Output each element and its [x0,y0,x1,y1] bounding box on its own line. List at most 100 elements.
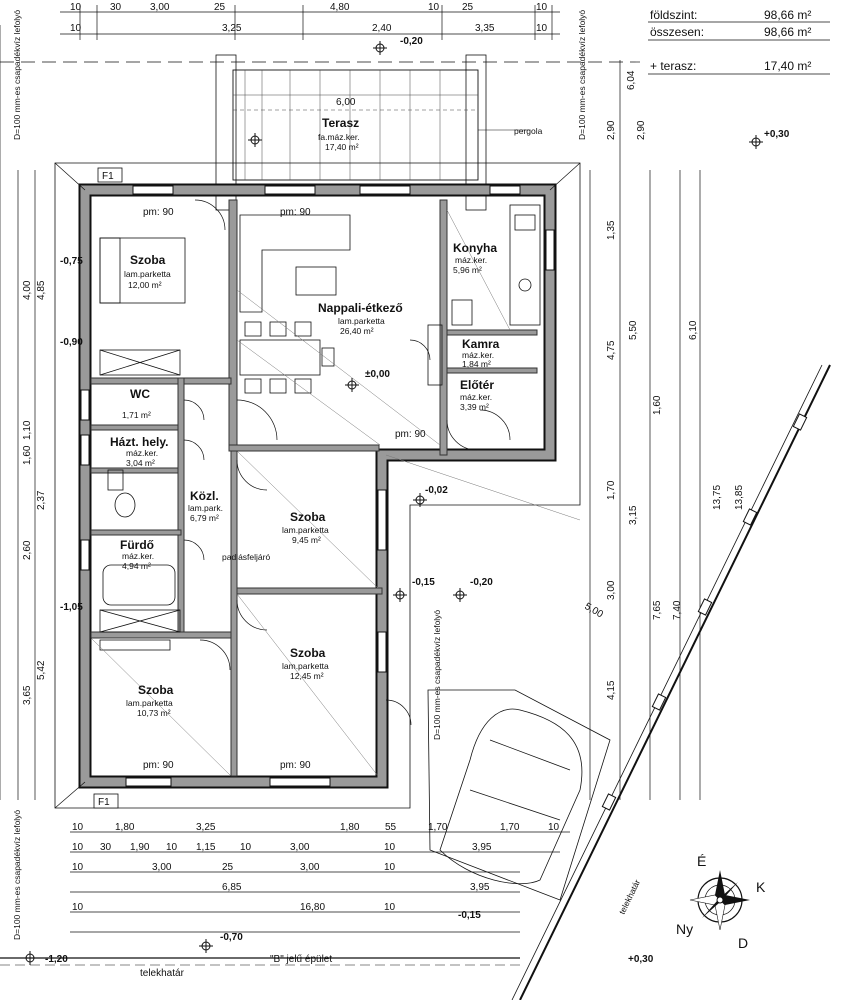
room-finish-terasz: fa.máz.ker. [318,132,360,142]
room-name-eloter: Előtér [460,378,494,392]
dim-right-4: 6,10 [688,320,699,340]
pm-label-1: pm: 90 [143,207,174,218]
level-bottom-2: -1,20 [45,954,68,965]
dim-top2-5: 10 [536,23,548,34]
dim-top-5: 4,80 [330,2,350,13]
room-area-furdo: 4,94 m² [122,561,151,571]
dim-right-2: 2,90 [636,120,647,140]
interior-walls [90,199,538,777]
dim-bottom-5-1: 10 [72,902,84,913]
dim-top2-4: 3,35 [475,23,495,34]
level-main: ±0,00 [365,369,390,380]
room-area-terasz: 17,40 m² [325,142,359,152]
area-table-value-3: 17,40 m² [764,59,811,73]
dim-bottom-2-1: 10 [72,842,84,853]
dim-bottom-5-3: 10 [384,902,396,913]
room-name-kamra: Kamra [462,337,500,351]
room-area-szoba4: 10,73 m² [137,708,171,718]
windows [80,185,555,787]
bottom-dimension-values: 10 1,80 3,25 1,80 55 1,70 1,70 10 10 30 … [72,822,560,913]
dim-bottom-2-3: 1,90 [130,842,150,853]
level-entry: -0,02 [425,485,448,496]
dim-bottom-1-5: 55 [385,822,397,833]
top-dimension-values: 10 30 3,00 25 4,80 10 25 10 10 3,25 2,40… [70,2,637,140]
boundary-label-right: telekhatár [617,878,642,916]
dim-right-top: 6,04 [626,70,637,90]
dim-left-5: 2,60 [22,540,33,560]
dim-top-6: 10 [428,2,440,13]
dim-bottom-2-5: 1,15 [196,842,216,853]
pm-label-4: pm: 90 [143,760,174,771]
level-marker-symbols [23,41,763,965]
dim-bottom-1-7: 1,70 [500,822,520,833]
gutter-note-left-top: D=100 mm-es csapadékvíz lefolyó [12,10,22,140]
dim-left-6: 3,65 [22,685,33,705]
dim-bottom-3-3: 25 [222,862,234,873]
room-name-kozl: Közl. [190,489,219,503]
level-yard-1: -0,15 [412,577,435,588]
room-finish-kozl: lam.park. [188,503,223,513]
level-left-1: -0,75 [60,256,83,267]
dim-left-3: 1,10 [22,420,33,440]
dim-top-3: 3,00 [150,2,170,13]
gutter-note-left-bottom: D=100 mm-es csapadékvíz lefolyó [12,810,22,940]
room-area-szoba2: 9,45 m² [292,535,321,545]
room-area-szoba1: 12,00 m² [128,280,162,290]
pm-label-3: pm: 90 [395,429,426,440]
doors [183,199,511,726]
dim-right-6: 1,60 [652,395,663,415]
dim-right-13: 13,75 [712,485,723,510]
area-table-label-1: földszint: [650,8,697,22]
boundary-label-bottom: telekhatár [140,968,185,979]
f1-tag-bottom: F1 [98,797,110,808]
room-name-nappali: Nappali-étkező [318,301,403,315]
dim-left-4: 1,60 [22,445,33,465]
dim-top-8: 10 [536,2,548,13]
dim-left-8: 2,37 [36,490,47,510]
dim-top-4: 25 [214,2,226,13]
room-area-eloter: 3,39 m² [460,402,489,412]
dim-top-2: 30 [110,2,122,13]
dim-bottom-1-8: 10 [548,822,560,833]
gutter-note-right-top: D=100 mm-es csapadékvíz lefolyó [577,10,587,140]
building-walls [54,162,581,809]
dim-bottom-2-8: 10 [384,842,396,853]
dim-top-1: 10 [70,2,82,13]
room-name-szoba4: Szoba [138,683,174,697]
room-area-kozl: 6,79 m² [190,513,219,523]
dim-bottom-2-6: 10 [240,842,252,853]
room-name-haztartas: Házt. hely. [110,435,168,449]
dim-right-terrace: 2,90 [606,120,617,140]
level-bottom-3: -0,15 [458,910,481,921]
dim-bottom-3-1: 10 [72,862,84,873]
dim-right-1: 1,35 [606,220,617,240]
dim-bottom-4-2: 3,95 [470,882,490,893]
area-table: földszint: 98,66 m² összesen: 98,66 m² +… [648,8,830,75]
dim-bottom-2-9: 3,95 [472,842,492,853]
room-name-szoba3: Szoba [290,646,326,660]
dim-bottom-1-1: 10 [72,822,84,833]
dim-top2-2: 3,25 [222,23,242,34]
top-dimension-lines [0,5,640,63]
dim-right-8: 3,15 [628,505,639,525]
room-name-terasz: Terasz [322,116,359,130]
room-area-nappali: 26,40 m² [340,326,374,336]
room-labels: Szoba lam.parketta 12,00 m² Nappali-étke… [110,241,500,718]
gutter-note-middle: D=100 mm-es csapadékvíz lefolyó [432,610,442,740]
dim-bottom-2-7: 3,00 [290,842,310,853]
dim-right-10: 7,65 [652,600,663,620]
dim-bottom-4-1: 6,85 [222,882,242,893]
dim-bottom-3-2: 3,00 [152,862,172,873]
room-finish-szoba1: lam.parketta [124,269,171,279]
room-name-szoba1: Szoba [130,253,166,267]
compass-south: D [738,935,748,951]
furniture [99,204,541,651]
building-b-label: "B" jelű épület [270,954,332,965]
room-finish-szoba3: lam.parketta [282,661,329,671]
tags: F1 F1 pm: 90 pm: 90 pm: 90 pm: 90 pm: 90 [93,167,426,809]
area-table-value-1: 98,66 m² [764,8,811,22]
room-area-szoba3: 12,45 m² [290,671,324,681]
room-finish-haztartas: máz.ker. [126,448,158,458]
dim-left-2: 4,85 [36,280,47,300]
room-name-furdo: Fürdő [120,538,154,552]
